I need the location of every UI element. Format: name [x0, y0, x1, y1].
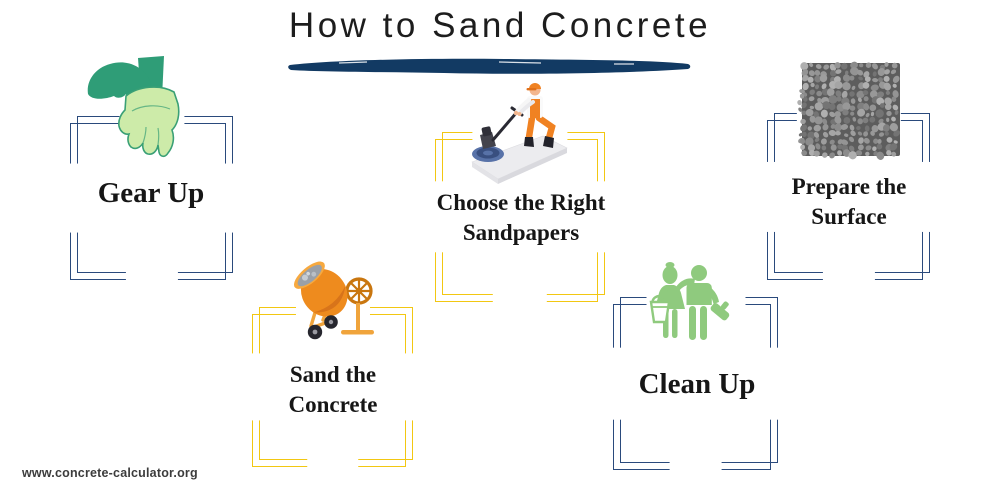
- cleaning-people-icon: [649, 262, 730, 340]
- bucket: [649, 294, 671, 324]
- concrete-mixer-icon: [293, 261, 374, 340]
- concrete-texture-image: [797, 61, 901, 160]
- frame-decoration: [611, 295, 780, 472]
- worker-sanding-icon: [471, 83, 568, 184]
- page-title: How to Sand Concrete: [288, 6, 712, 45]
- step-label-choose-sandpapers: Choose the Right Sandpapers: [436, 190, 606, 245]
- step-label-prepare-surface: Prepare the Surface: [791, 174, 907, 229]
- step-label-gear-up: Gear Up: [97, 177, 205, 209]
- man-figure: [691, 265, 707, 281]
- mixer-drum: [293, 261, 348, 317]
- frame-decoration: [433, 130, 607, 304]
- gloves-icon: [87, 56, 180, 158]
- step-label-clean-up: Clean Up: [638, 368, 756, 400]
- pebbles-group: [797, 61, 901, 160]
- step-label-sand-concrete: Sand the Concrete: [288, 362, 378, 417]
- brush: [710, 301, 730, 321]
- worker-figure: [513, 83, 556, 148]
- website-url: www.concrete-calculator.org: [22, 466, 198, 480]
- title-underline-brush: [288, 58, 691, 74]
